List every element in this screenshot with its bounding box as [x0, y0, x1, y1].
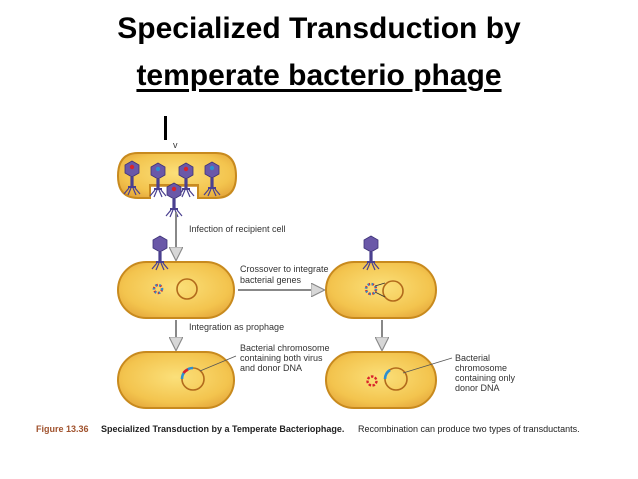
transductant-cell-virus-and-donor — [117, 351, 235, 409]
slide-title-line-2: temperate bacterio phage — [136, 59, 502, 92]
recipient-cell-infected — [117, 261, 235, 319]
caption-number: Figure 13.36 — [36, 424, 89, 434]
label-crossover-line-1: Crossover to integrate — [240, 264, 329, 274]
leader-line-right — [402, 357, 453, 374]
caption-text: Recombination can produce two types of t… — [358, 424, 580, 434]
donor-cell-lysing — [116, 152, 238, 199]
pointer-line — [164, 116, 167, 140]
phage-dna-dots — [129, 164, 215, 192]
label-chromosome-virus-line-3: and donor DNA — [240, 363, 302, 373]
label-chromosome-donor-line-4: donor DNA — [455, 383, 500, 393]
label-infection: Infection of recipient cell — [189, 224, 286, 234]
label-chromosome-donor-line-2: chromosome — [455, 363, 507, 373]
recipient-cell-crossover — [325, 261, 437, 319]
label-integration: Integration as prophage — [189, 322, 284, 332]
label-chromosome-virus-line-1: Bacterial chromosome — [240, 343, 330, 353]
label-chromosome-donor-line-1: Bacterial — [455, 353, 490, 363]
label-crossover-line-2: bacterial genes — [240, 275, 302, 285]
label-chromosome-donor-line-3: containing only — [455, 373, 516, 383]
pointer-marker-label: v — [173, 140, 178, 150]
label-chromosome-virus-line-2: containing both virus — [240, 353, 323, 363]
transductant-cell-donor-only — [325, 351, 437, 409]
leader-line-left — [199, 355, 237, 372]
figure-caption: Figure 13.36 Specialized Transduction by… — [36, 424, 580, 434]
slide-title-line-1: Specialized Transduction by — [117, 12, 521, 45]
caption-title: Specialized Transduction by a Temperate … — [101, 424, 344, 434]
